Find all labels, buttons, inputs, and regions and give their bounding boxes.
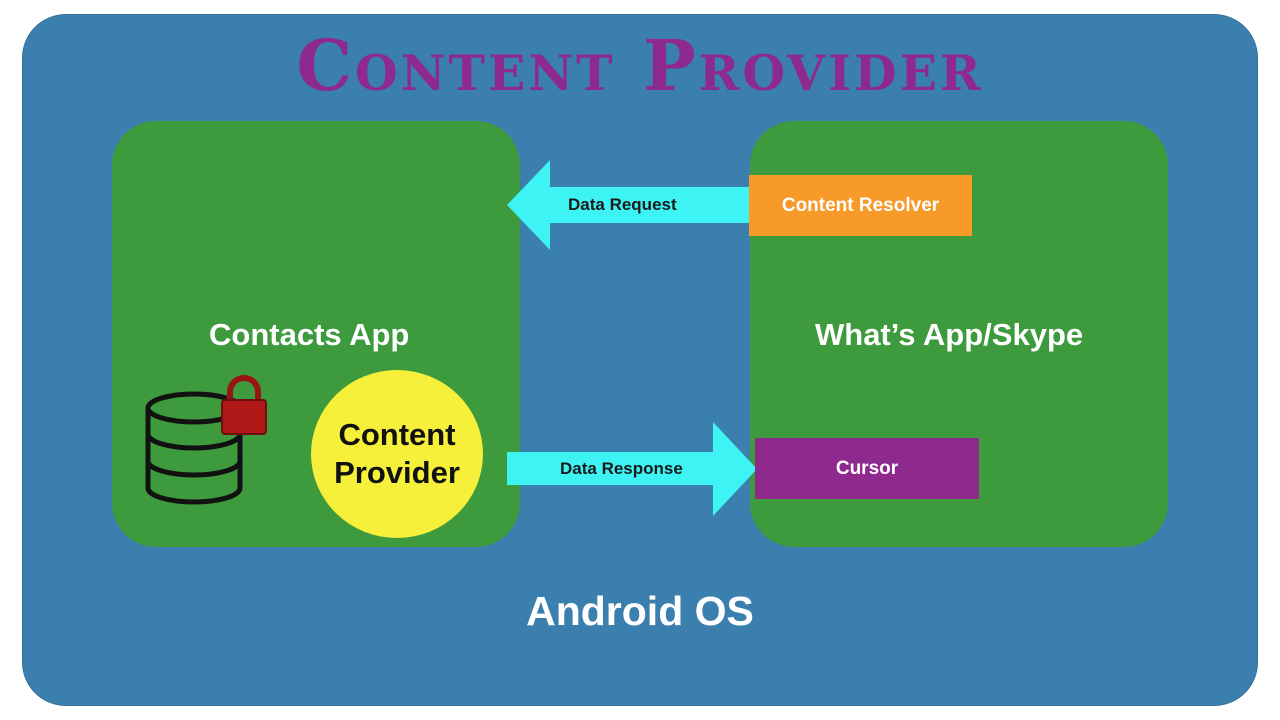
database-icon xyxy=(145,375,267,505)
android-os-label: Android OS xyxy=(526,588,754,634)
data-response-arrow xyxy=(507,422,757,516)
data-response-label: Data Response xyxy=(560,459,683,478)
cursor-box: Cursor xyxy=(755,438,979,499)
client-app-label: What’s App/Skype xyxy=(815,317,1084,352)
data-request-label: Data Request xyxy=(568,195,677,214)
content-resolver-label: Content Resolver xyxy=(781,194,940,216)
content-resolver-box: Content Resolver xyxy=(749,175,972,236)
data-request-arrow xyxy=(507,160,750,250)
content-provider-label: Content Provider xyxy=(334,417,460,490)
diagram-title: Content Provider xyxy=(296,24,984,107)
lock-icon xyxy=(221,375,267,435)
contacts-app-label: Contacts App xyxy=(209,317,410,352)
cursor-label: Cursor xyxy=(835,457,899,479)
content-provider-circle: Content Provider xyxy=(311,370,483,538)
